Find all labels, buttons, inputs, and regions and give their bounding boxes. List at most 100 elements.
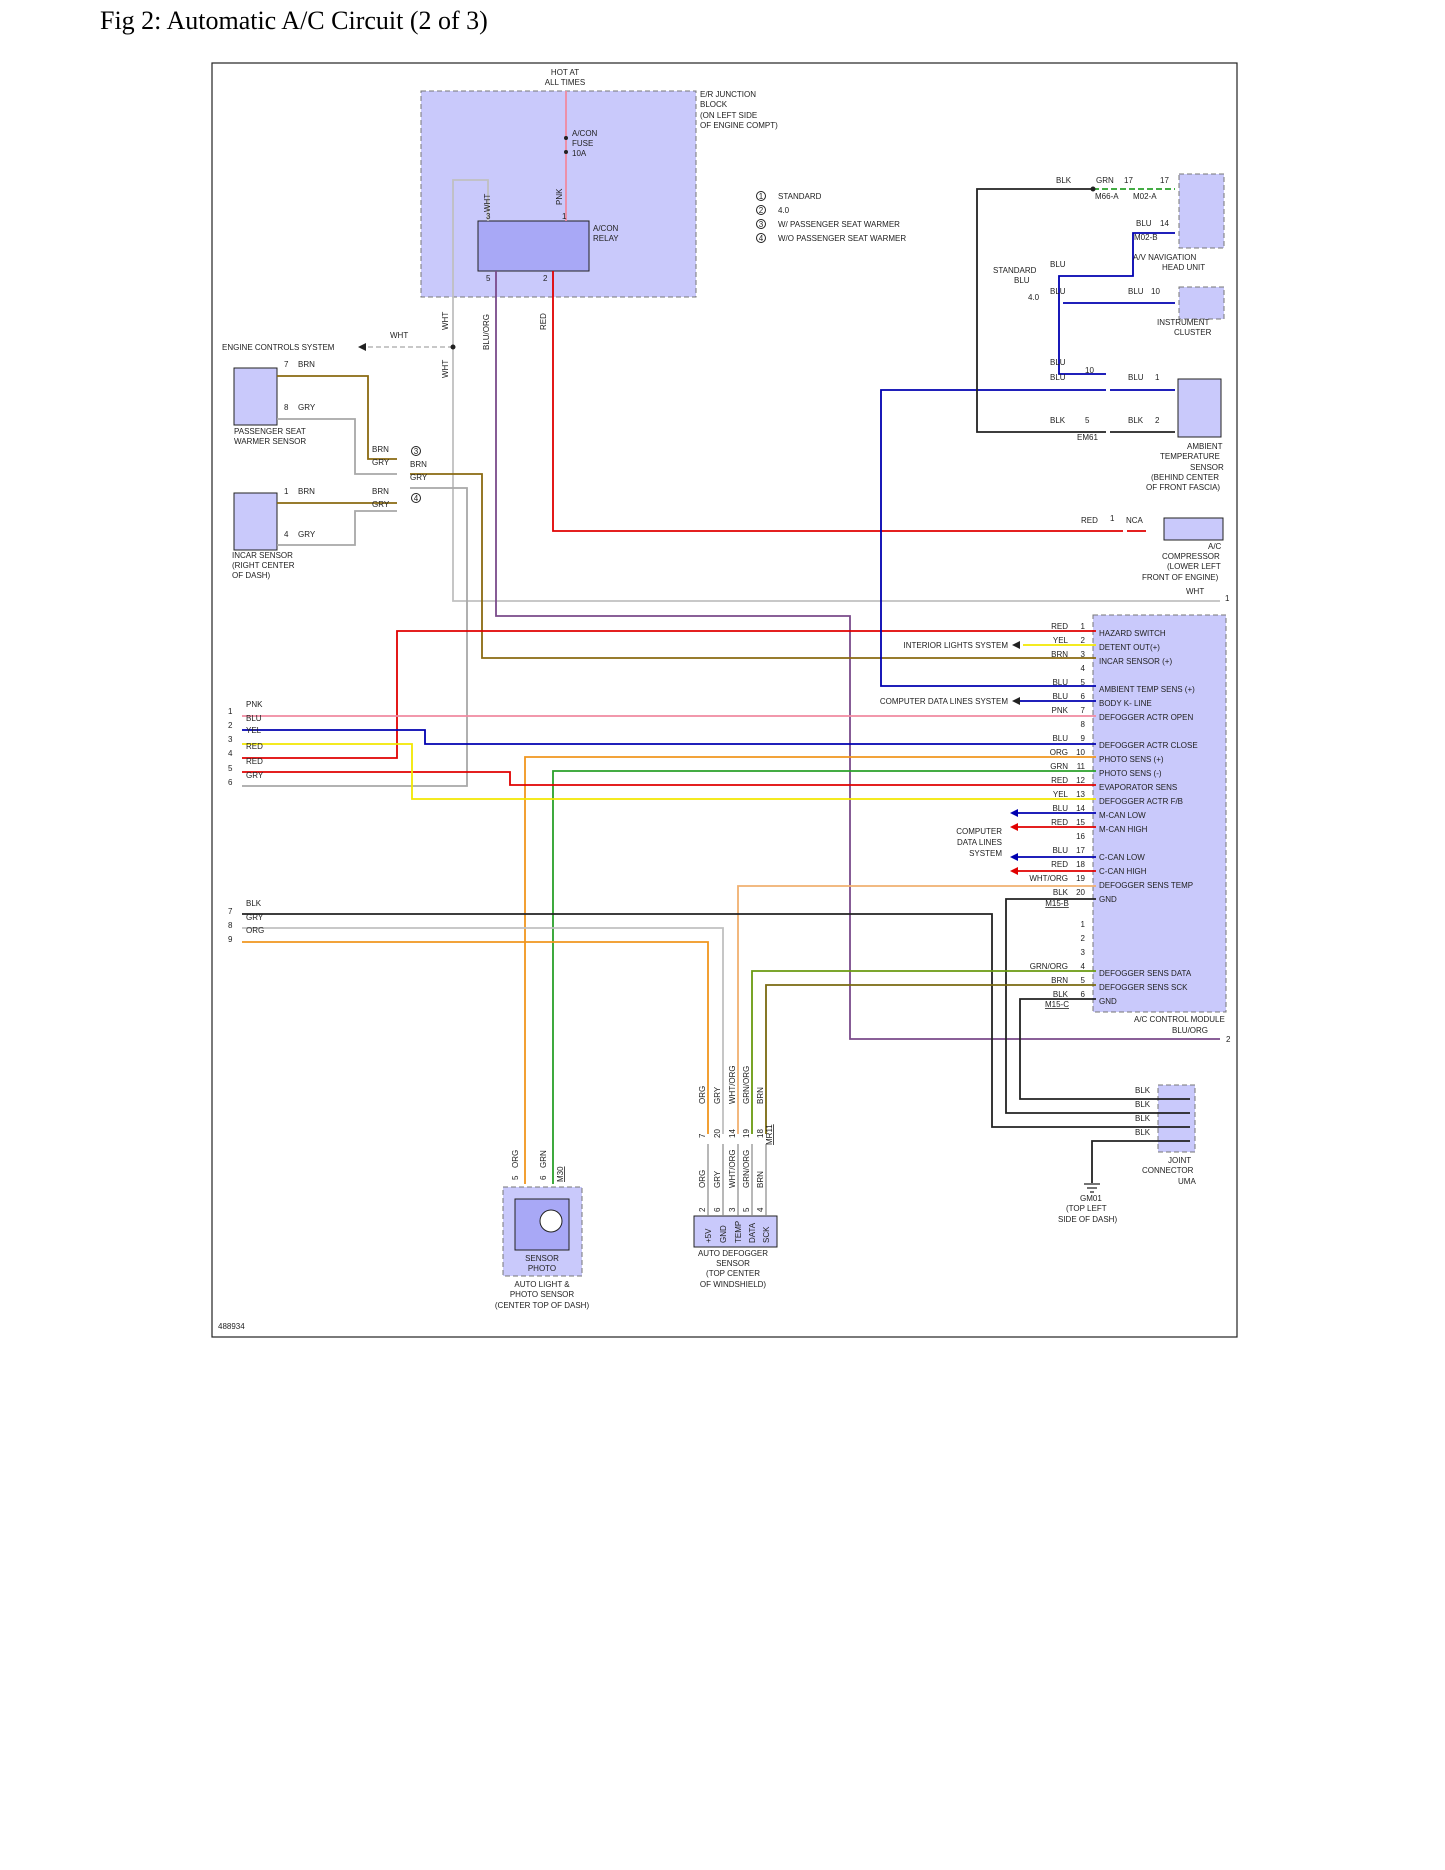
blk-ground-wire [1091,1140,1190,1183]
relay-pin-1: 1 [562,212,567,221]
opt3-brn: BRN [372,445,389,454]
pin-b-func: GND [1099,895,1117,904]
amb-label-1: AMBIENT [1187,442,1223,451]
defog-bottom-pin: 3 [728,1207,737,1212]
blu-ambient-wire [880,389,1106,687]
legend-text-1: STANDARD [778,192,822,201]
relay-wire-pnk: PNK [555,188,564,205]
splice-wht [450,344,456,350]
photo-wire-org: ORG [511,1150,520,1168]
in-wire-9: ORG [246,926,264,935]
in-wire-7: BLK [246,899,262,908]
pin-b-num: 11 [1077,762,1086,771]
pin-b-func: AMBIENT TEMP SENS (+) [1099,685,1195,694]
inst-blu-1: BLU [1050,260,1066,269]
amb-blk-1: BLK [1050,416,1066,425]
defog-term: TEMP [734,1221,743,1243]
defog-bottom-wire: GRY [713,1170,722,1188]
comp-label-1: A/C [1208,542,1222,551]
in-num-8: 8 [228,921,233,930]
ambient-temp-sensor-box [1177,378,1222,438]
incar-pin-4: 4 [284,530,289,539]
splice-blk-nav [1090,186,1096,192]
pin-b-num: 2 [1081,636,1086,645]
opt4-gry: GRY [372,500,390,509]
opt3-out-gry: GRY [410,473,428,482]
pin-b-func: BODY K- LINE [1099,699,1152,708]
pin-b-wire: BRN [1051,650,1068,659]
left-sensors: ENGINE CONTROLS SYSTEM WHT 7 BRN 8 GRY P… [222,331,428,580]
opt3-gry: GRY [372,458,390,467]
ground-label-3: SIDE OF DASH) [1058,1215,1117,1224]
arrow-interior-lights [1012,641,1020,649]
pin-b-wire: BLU [1052,804,1068,813]
pin-c-num: 6 [1081,990,1086,999]
hot-label-1: HOT AT [551,68,579,77]
conn-m02b: M02-B [1134,233,1158,242]
comp-nca: NCA [1126,516,1144,525]
photo-label-3: (CENTER TOP OF DASH) [495,1301,590,1310]
ground-symbol [1084,1183,1100,1193]
opt4-brn: BRN [372,487,389,496]
pin-b-num: 13 [1076,790,1085,799]
in-num-7: 7 [228,907,233,916]
defog-top-wire: GRN/ORG [742,1066,751,1104]
arrow-computer-data [1012,697,1020,705]
photo-label-1: AUTO LIGHT & [514,1280,570,1289]
er-label-1: E/R JUNCTION [700,90,756,99]
blk-left-7 [242,913,1190,1128]
in-wire-1: PNK [246,700,263,709]
legend: 1 STANDARD 2 4.0 3 W/ PASSENGER SEAT WAR… [756,191,906,243]
legend-badge-3 [756,219,766,229]
gry-passenger-wire [277,418,397,475]
amb-blu-1: BLU [1050,358,1066,367]
ground-label-2: (TOP LEFT [1066,1204,1107,1213]
legend-num-1: 1 [759,192,764,201]
down-wire-bluorg: BLU/ORG [482,314,491,350]
pin-b-num: 19 [1076,874,1085,883]
defog-bottom-pin: 6 [713,1207,722,1212]
pin-c-wire: BRN [1051,976,1068,985]
photo-inner-1: SENSOR [525,1254,559,1263]
relay-label-2: RELAY [593,234,619,243]
pin-c-num: 1 [1081,920,1086,929]
inst-label-2: CLUSTER [1174,328,1212,337]
fuse-label-3: 10A [572,149,587,158]
legend-text-4: W/O PASSENGER SEAT WARMER [778,234,906,243]
defog-bottom-wire: GRN/ORG [742,1150,751,1188]
amb-10: 10 [1085,366,1094,375]
defog-term: +5V [704,1228,713,1243]
pin-b-func: M-CAN HIGH [1099,825,1148,834]
hot-label-2: ALL TIMES [545,78,585,87]
incar-label-1: INCAR SENSOR [232,551,293,560]
in-num-1: 1 [228,707,233,716]
defog-top-pin: 14 [728,1129,737,1138]
in-wire-8: GRY [246,913,264,922]
ac-compressor-box [1163,517,1224,541]
comp-label-3: (LOWER LEFT [1167,562,1221,571]
grn-photo-minus [552,770,1096,1184]
acon-relay [477,220,590,272]
computer-data-3: SYSTEM [969,849,1002,858]
defog-top-wire: WHT/ORG [728,1065,737,1104]
arrow-ccan-high [1010,867,1018,875]
wht-label: WHT [1186,587,1204,596]
fuse-dot-top [564,136,568,140]
relay-label-1: A/CON [593,224,619,233]
pin-b-func: EVAPORATOR SENS [1099,783,1177,792]
whtorg-defogger-temp [737,885,1096,1134]
joint-and-ground: BLK BLK BLK BLK JOINT CONNECTOR UMA GM01… [1058,1086,1196,1224]
joint-blk-4: BLK [1135,1128,1151,1137]
pin-b-num: 17 [1076,846,1085,855]
blk-gnd-b [1005,898,1190,1114]
incar-wire-brn: BRN [298,487,315,496]
red-hazard-wire [242,630,1096,759]
passenger-wire-gry: GRY [298,403,316,412]
blk-gnd-c [1019,998,1190,1100]
wht-relay-wire [452,179,1220,602]
pin-c-num: 3 [1081,948,1086,957]
defog-top-wire: GRY [713,1086,722,1104]
pin-b-func: HAZARD SWITCH [1099,629,1166,638]
inst-10: 10 [1151,287,1160,296]
